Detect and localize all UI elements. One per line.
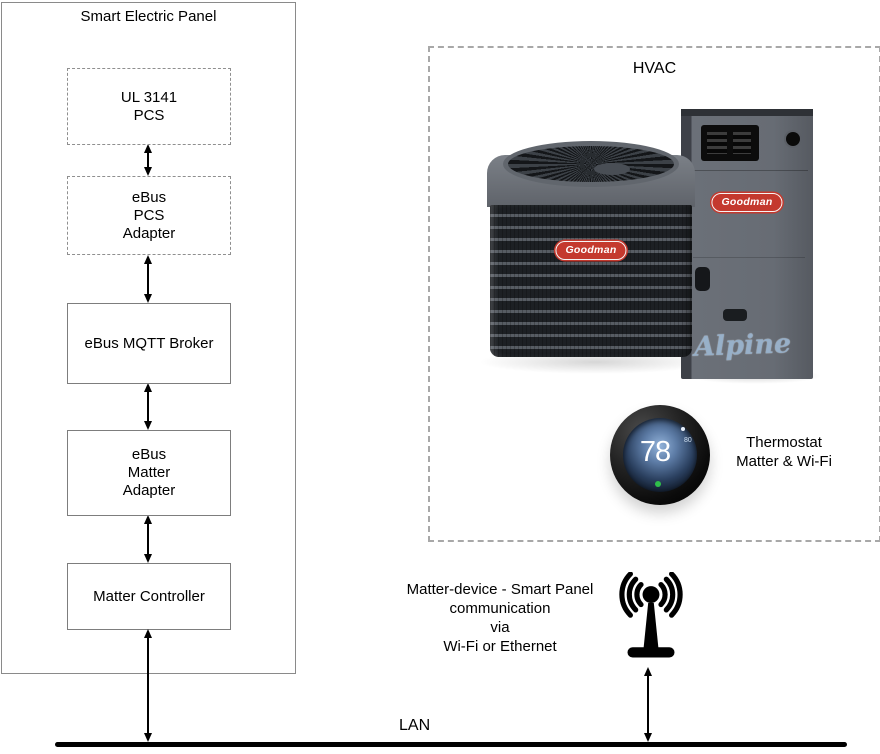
box-label-line: Adapter bbox=[122, 224, 176, 242]
thermostat-setpoint-dot bbox=[681, 427, 685, 431]
arrowhead-down-icon bbox=[144, 554, 152, 563]
arrowhead-up-icon bbox=[144, 144, 152, 153]
thermostat-temperature: 78 bbox=[639, 436, 671, 468]
arrowhead-up-icon bbox=[144, 255, 152, 264]
box-label-line: Adapter bbox=[122, 482, 176, 499]
note-line: Wi-Fi or Ethernet bbox=[443, 638, 557, 655]
goodman-brand-badge: Goodman bbox=[555, 241, 627, 260]
arrowhead-down-icon bbox=[144, 421, 152, 430]
air-handler-latch bbox=[723, 309, 747, 321]
arrow-ebus-matter-to-matter-controller bbox=[144, 515, 152, 563]
arrowhead-up-icon bbox=[144, 629, 152, 638]
thermostat-status-dot bbox=[655, 481, 661, 487]
air-handler-panel-seam bbox=[693, 257, 805, 258]
arrow-shaft bbox=[147, 522, 149, 556]
alpine-photo-watermark: Alpine bbox=[693, 328, 792, 363]
box-label-line: eBus MQTT Broker bbox=[84, 334, 214, 352]
component-box-ebus-mqtt-broker: eBus MQTT Broker bbox=[67, 303, 231, 384]
smart-electric-panel-title: Smart Electric Panel bbox=[80, 8, 217, 25]
arrowhead-down-icon bbox=[144, 733, 152, 742]
air-handler-latch bbox=[695, 267, 710, 291]
condenser-unit-image: Goodman bbox=[487, 141, 695, 363]
box-label-line: eBus bbox=[131, 446, 167, 463]
arrow-shaft bbox=[147, 636, 149, 735]
condenser-fan-hub bbox=[594, 163, 630, 175]
box-label-line: eBus bbox=[131, 188, 167, 206]
condenser-fan-grille bbox=[503, 141, 679, 187]
wifi-antenna-icon bbox=[619, 572, 683, 658]
box-label-line: Matter Controller bbox=[93, 587, 205, 605]
arrowhead-up-icon bbox=[144, 515, 152, 524]
air-handler-unit-image: Goodman bbox=[681, 109, 813, 379]
component-box-ebus-matter-adapter: eBus Matter Adapter bbox=[67, 430, 231, 516]
air-handler-top-lid bbox=[681, 109, 813, 116]
box-label-line: PCS bbox=[133, 206, 165, 224]
arrow-ebus-pcs-to-mqtt-broker bbox=[144, 255, 152, 303]
thermostat-display: 78 80 bbox=[623, 418, 697, 492]
arrow-shaft bbox=[147, 151, 149, 169]
arrow-shaft bbox=[147, 390, 149, 423]
hvac-title: HVAC bbox=[632, 60, 677, 77]
component-box-ul-3141-pcs: UL 3141 PCS bbox=[67, 68, 231, 145]
arrowhead-up-icon bbox=[144, 383, 152, 392]
caption-line: Thermostat bbox=[746, 434, 822, 451]
arrow-mqtt-broker-to-ebus-matter bbox=[144, 383, 152, 430]
component-box-matter-controller: Matter Controller bbox=[67, 563, 231, 630]
arrow-matter-controller-to-lan bbox=[144, 629, 152, 742]
box-label-line: Matter bbox=[127, 464, 171, 481]
note-line: Matter-device - Smart Panel bbox=[406, 581, 594, 598]
box-label-line: UL 3141 bbox=[120, 88, 178, 106]
arrowhead-down-icon bbox=[144, 167, 152, 176]
lan-label: LAN bbox=[399, 717, 431, 734]
lan-bus-line bbox=[55, 742, 847, 747]
communication-note: Matter-device - Smart Panel communicatio… bbox=[384, 580, 616, 656]
air-handler-knockout-icon bbox=[786, 132, 800, 146]
thermostat-image: 78 80 bbox=[610, 405, 710, 505]
arrow-shaft bbox=[147, 262, 149, 296]
box-label-line: PCS bbox=[133, 106, 165, 124]
goodman-brand-badge: Goodman bbox=[711, 193, 783, 212]
thermostat-caption: Thermostat Matter & Wi-Fi bbox=[722, 433, 846, 471]
arrow-antenna-to-lan bbox=[644, 667, 652, 742]
arrowhead-down-icon bbox=[144, 294, 152, 303]
air-handler-vent-grille bbox=[701, 125, 759, 161]
caption-line: Matter & Wi-Fi bbox=[736, 453, 832, 470]
arrow-ul3141-to-ebus-pcs bbox=[144, 144, 152, 176]
arrow-shaft bbox=[647, 674, 649, 735]
component-box-ebus-pcs-adapter: eBus PCS Adapter bbox=[67, 176, 231, 255]
arrowhead-up-icon bbox=[644, 667, 652, 676]
air-handler-panel-seam bbox=[689, 170, 808, 171]
thermostat-setpoint-label: 80 bbox=[684, 437, 692, 444]
arrowhead-down-icon bbox=[644, 733, 652, 742]
note-line: communication bbox=[449, 600, 551, 617]
note-line: via bbox=[490, 619, 510, 636]
condenser-louvered-body bbox=[490, 205, 692, 357]
